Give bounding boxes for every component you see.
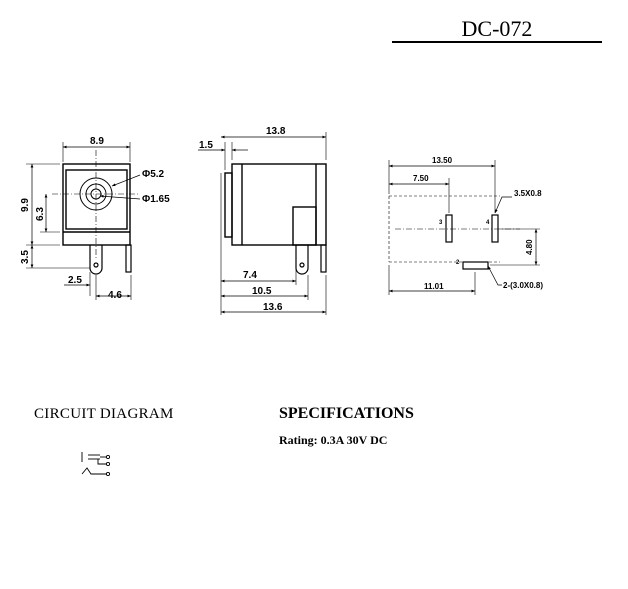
model-title: DC-072: [461, 16, 533, 41]
side-extension-lines: [220, 132, 327, 315]
dim-9-9: 9.9: [20, 198, 31, 212]
dim-11-01: 11.01: [424, 282, 444, 291]
circuit-symbol: [81, 452, 111, 477]
dim-pad-3-5x0-8: 3.5X0.8: [514, 189, 542, 198]
pcb-layout-labels: 13.50 7.50 4.80 11.01 3.5X0.8 2-(3.0X0.8…: [413, 156, 543, 291]
front-view: [26, 142, 141, 300]
dim-7-4: 7.4: [243, 270, 257, 281]
dim-7-50: 7.50: [413, 174, 429, 183]
dim-3-5: 3.5: [20, 250, 31, 264]
dim-2-5: 2.5: [68, 275, 82, 286]
side-dimension-lines: [198, 135, 326, 314]
dim-8-9: 8.9: [90, 136, 104, 147]
dim-10-5: 10.5: [252, 286, 272, 297]
side-body: [224, 163, 327, 246]
dim-13-50: 13.50: [432, 156, 453, 165]
pin-label-3: 3: [439, 220, 443, 226]
front-dimension-lines: [30, 145, 141, 298]
dim-pad-2-3-0x0-8: 2-(3.0X0.8): [503, 281, 543, 290]
dim-13-6: 13.6: [263, 302, 283, 313]
title-underline: [392, 41, 602, 43]
pin-label-4: 4: [486, 220, 490, 226]
front-view-labels: 8.9 9.9 6.3 3.5 2.5 4.6 Φ5.2 Φ1.65: [20, 136, 170, 301]
side-pins: [295, 244, 327, 275]
front-pins: [89, 244, 132, 275]
dim-phi-5-2: Φ5.2: [142, 169, 165, 180]
front-extension-lines: [26, 142, 132, 300]
dim-1-5: 1.5: [199, 140, 213, 151]
rating-text: Rating: 0.3A 30V DC: [279, 433, 388, 447]
pcb-layout: [388, 160, 540, 295]
dim-6-3: 6.3: [35, 207, 46, 221]
pcb-pads: [445, 214, 499, 270]
pcb-extension-lines: [388, 160, 540, 295]
dim-13-8: 13.8: [266, 126, 286, 137]
dim-4-6: 4.6: [108, 290, 122, 301]
pcb-dimension-lines: [389, 164, 538, 293]
side-view: [198, 132, 327, 315]
circuit-diagram-heading: CIRCUIT DIAGRAM: [34, 406, 174, 422]
specifications-heading: SPECIFICATIONS: [279, 405, 414, 422]
dim-phi-1-65: Φ1.65: [142, 194, 170, 205]
dim-4-80: 4.80: [525, 239, 534, 255]
front-centerlines: [52, 150, 140, 260]
front-body: [62, 163, 131, 246]
pin-label-2: 2: [456, 260, 460, 266]
side-view-labels: 13.8 1.5 7.4 10.5 13.6: [199, 126, 286, 313]
